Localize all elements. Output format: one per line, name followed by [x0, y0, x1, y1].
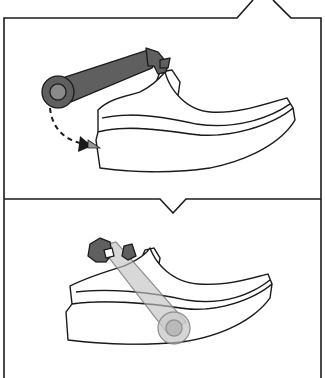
- curved-part-top: [96, 70, 295, 172]
- step-1-panel: [42, 48, 295, 172]
- step-2-panel: [66, 238, 272, 344]
- rotation-arrow-icon: [50, 108, 100, 152]
- step-divider: [4, 199, 321, 213]
